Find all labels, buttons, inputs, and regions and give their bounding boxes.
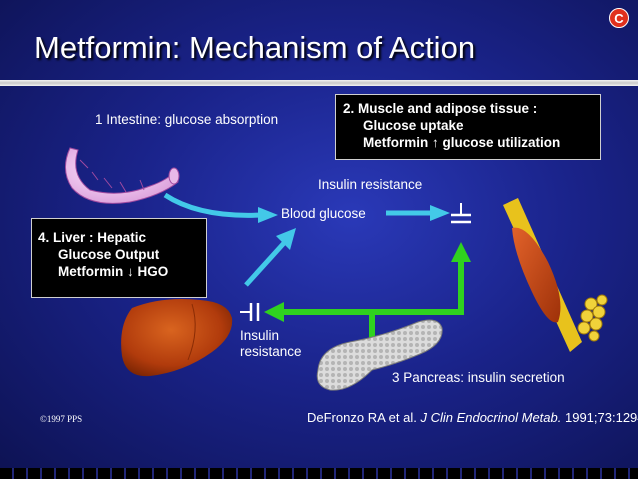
green-arrow-to-liver-icon bbox=[264, 302, 284, 322]
pancreas-label: 3 Pancreas: insulin secretion bbox=[392, 370, 565, 385]
arrow-to-blood-glucose-icon bbox=[258, 207, 278, 223]
adipose-image bbox=[577, 294, 608, 342]
liver-box: 4. Liver : Hepatic Glucose Output Metfor… bbox=[31, 218, 207, 298]
liver-box-line2: Glucose Output bbox=[58, 247, 160, 262]
muscle-box-line2: Glucose uptake bbox=[363, 118, 464, 133]
inhibition-bar-icon bbox=[451, 203, 471, 224]
slide-title: Metformin: Mechanism of Action bbox=[34, 30, 476, 65]
title-divider bbox=[0, 80, 638, 86]
pancreas-image bbox=[316, 319, 443, 391]
insulin-resistance-left-label-line2: resistance bbox=[240, 344, 302, 359]
liver-image bbox=[121, 299, 233, 377]
citation-authors: DeFronzo RA et al. bbox=[307, 410, 417, 425]
arrow-to-muscle-icon bbox=[430, 205, 450, 221]
muscle-box-line1: 2. Muscle and adipose tissue : bbox=[343, 101, 538, 116]
intestine-image bbox=[65, 147, 180, 204]
liver-inhibition-icon bbox=[240, 303, 260, 321]
citation-details: 1991;73:1294- bbox=[564, 410, 638, 425]
muscle-box-line3: Metformin ↑ glucose utilization bbox=[363, 135, 561, 150]
insulin-resistance-left-label-line1: Insulin bbox=[240, 328, 280, 343]
copyright-badge-icon: C bbox=[609, 8, 629, 28]
citation-journal: J Clin Endocrinol Metab. bbox=[420, 410, 562, 425]
green-arrow-to-muscle-icon bbox=[451, 242, 471, 262]
intestine-label: 1 Intestine: glucose absorption bbox=[95, 112, 279, 127]
muscle-adipose-box: 2. Muscle and adipose tissue : Glucose u… bbox=[335, 94, 601, 160]
insulin-resistance-top-label: Insulin resistance bbox=[318, 177, 423, 192]
liver-box-line1: 4. Liver : Hepatic bbox=[38, 230, 147, 245]
muscle-image bbox=[503, 198, 582, 352]
bottom-decorative-bar bbox=[0, 468, 638, 479]
arrow-liver-to-blood-icon bbox=[276, 228, 296, 250]
copyright-text: ©1997 PPS bbox=[40, 414, 83, 424]
blood-glucose-label: Blood glucose bbox=[281, 206, 366, 221]
citation: DeFronzo RA et al. J Clin Endocrinol Met… bbox=[307, 410, 638, 425]
liver-box-line3: Metformin ↓ HGO bbox=[58, 264, 169, 279]
